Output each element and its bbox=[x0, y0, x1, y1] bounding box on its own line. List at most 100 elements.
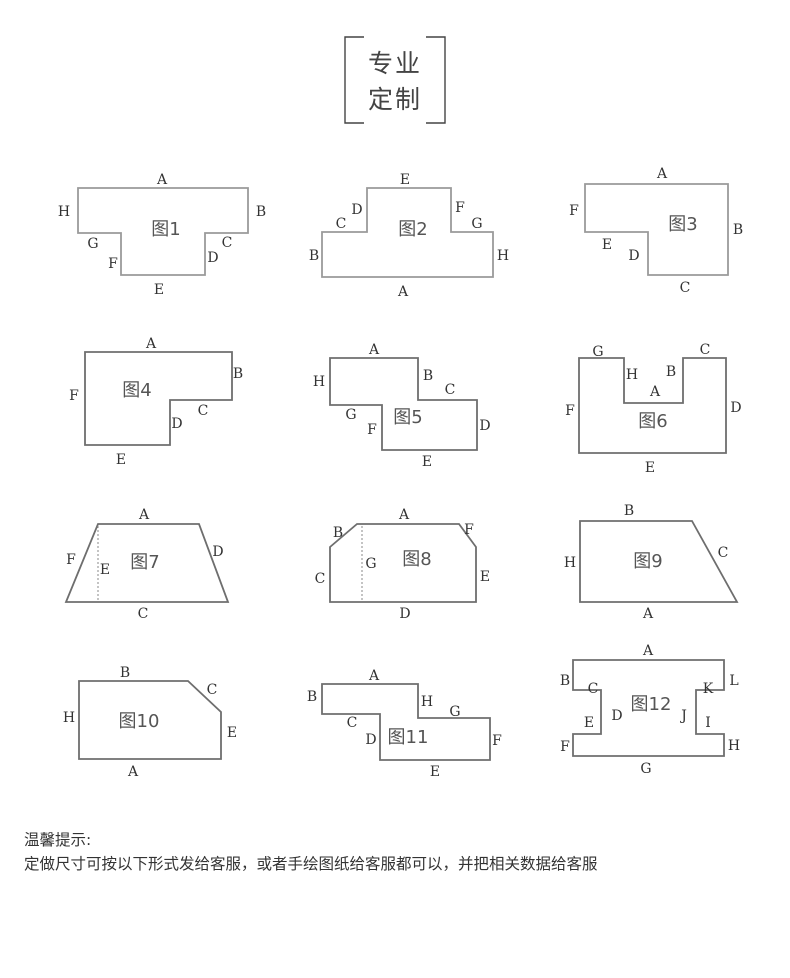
diagram-outline bbox=[78, 680, 222, 760]
edge-label: A bbox=[656, 166, 668, 182]
edge-label: D bbox=[171, 416, 182, 432]
edge-label: C bbox=[336, 216, 347, 232]
tips-body: 定做尺寸可按以下形式发给客服，或者手绘图纸给客服都可以，并把相关数据给客服 bbox=[24, 855, 598, 873]
header-frame: 专业 定制 bbox=[344, 36, 446, 124]
edge-label: D bbox=[611, 708, 622, 724]
header-bracket-lines bbox=[344, 36, 446, 124]
edge-label: E bbox=[422, 454, 432, 470]
edge-label: G bbox=[365, 556, 376, 572]
edge-label: B bbox=[307, 689, 317, 705]
edge-label: G bbox=[87, 236, 98, 252]
edge-label: G bbox=[640, 761, 651, 777]
diagram-title: 图2 bbox=[398, 219, 427, 240]
edge-label: B bbox=[309, 248, 319, 264]
edge-label: D bbox=[628, 248, 639, 264]
edge-label: H bbox=[63, 710, 75, 726]
diagram-title: 图8 bbox=[402, 549, 431, 570]
edge-label: E bbox=[116, 452, 126, 468]
edge-label: E bbox=[400, 172, 410, 188]
edge-label: C bbox=[445, 382, 456, 398]
edge-label: F bbox=[108, 256, 118, 272]
edge-label: B bbox=[733, 222, 743, 238]
edge-label: F bbox=[69, 388, 79, 404]
diagram-title: 图10 bbox=[119, 711, 160, 732]
edge-label: E bbox=[154, 282, 164, 298]
edge-label: F bbox=[455, 200, 465, 216]
edge-label: D bbox=[207, 250, 218, 266]
tips-heading: 温馨提示: bbox=[24, 831, 92, 849]
edge-label: C bbox=[680, 280, 691, 296]
edge-label: H bbox=[421, 694, 433, 710]
diagram-outline bbox=[321, 683, 491, 761]
edge-label: E bbox=[480, 569, 490, 585]
edge-label: C bbox=[700, 342, 711, 358]
edge-label: E bbox=[227, 725, 237, 741]
edge-label: D bbox=[351, 202, 362, 218]
diagram-3: 图3 A B C DE F bbox=[569, 166, 743, 296]
edge-label: C bbox=[222, 235, 233, 251]
edge-label: H bbox=[497, 248, 509, 264]
edge-label: G bbox=[449, 704, 460, 720]
edge-label: F bbox=[66, 552, 76, 568]
edge-label: C bbox=[198, 403, 209, 419]
diagram-title: 图1 bbox=[151, 219, 180, 240]
edge-label: A bbox=[368, 668, 380, 684]
edge-label: B bbox=[624, 503, 634, 519]
edge-label: F bbox=[367, 422, 377, 438]
edge-label: A bbox=[145, 336, 157, 352]
edge-label: A bbox=[398, 507, 410, 523]
edge-label: A bbox=[138, 507, 150, 523]
edge-label: D bbox=[399, 606, 410, 622]
edge-label: C bbox=[315, 571, 326, 587]
edge-label: E bbox=[100, 562, 110, 578]
edge-label: A bbox=[397, 284, 409, 300]
edge-label: B bbox=[333, 525, 343, 541]
edge-label: E bbox=[602, 237, 612, 253]
edge-label: A bbox=[642, 643, 654, 659]
diagram-outline bbox=[329, 357, 478, 451]
edge-label: E bbox=[645, 460, 655, 476]
edge-label: G bbox=[592, 344, 603, 360]
edge-label: F bbox=[565, 403, 575, 419]
shape-diagrams: 图1ABCDEFGH图2ABCDEFGH图3ABCDEF图4ABCDEF图5AB… bbox=[58, 166, 743, 780]
edge-label: B bbox=[423, 368, 433, 384]
edge-label: D bbox=[365, 732, 376, 748]
edge-label: C bbox=[347, 715, 358, 731]
edge-label: H bbox=[564, 555, 576, 571]
edge-label: F bbox=[464, 522, 474, 538]
edge-label: I bbox=[705, 715, 711, 731]
edge-label: F bbox=[569, 203, 579, 219]
edge-label: F bbox=[492, 733, 502, 749]
edge-label: H bbox=[626, 367, 638, 383]
diagram-outline bbox=[572, 659, 725, 757]
diagram-outline bbox=[77, 187, 249, 276]
edge-label: F bbox=[560, 739, 570, 755]
diagram-title: 图9 bbox=[633, 551, 662, 572]
edge-label: L bbox=[729, 673, 738, 689]
edge-label: E bbox=[584, 715, 594, 731]
edge-label: B bbox=[233, 366, 243, 382]
edge-label: G bbox=[471, 216, 482, 232]
header-line-1: 专业 bbox=[367, 49, 422, 78]
diagram-title: 图7 bbox=[130, 552, 159, 573]
diagram-outline bbox=[578, 357, 727, 454]
edge-label: H bbox=[313, 374, 325, 390]
diagram-outline bbox=[584, 183, 729, 276]
edge-label: C bbox=[718, 545, 729, 561]
diagram-title: 图11 bbox=[388, 727, 429, 748]
diagram-outline bbox=[321, 187, 494, 278]
diagram-title: 图3 bbox=[668, 214, 697, 235]
diagram-outline bbox=[64, 523, 230, 603]
edge-label: A bbox=[127, 764, 139, 780]
edge-label: B bbox=[120, 665, 130, 681]
diagram-8: 图8 A B C D E F G bbox=[315, 507, 490, 622]
diagram-outline bbox=[329, 523, 477, 603]
edge-label: E bbox=[430, 764, 440, 780]
edge-label: G bbox=[345, 407, 356, 423]
